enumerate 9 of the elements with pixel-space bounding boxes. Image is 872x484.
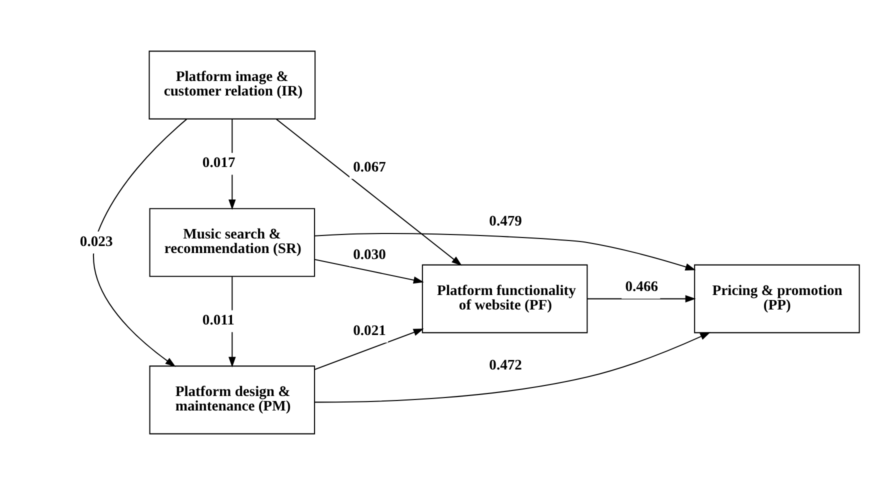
edge-label: 0.479	[489, 213, 522, 230]
edge-label: 0.017	[202, 154, 236, 171]
edge-label: 0.067	[353, 158, 386, 175]
edge-label: 0.030	[353, 246, 386, 262]
edge-label: 0.023	[80, 233, 113, 250]
edge-label: 0.011	[202, 312, 234, 328]
edge-label: 0.021	[353, 322, 386, 338]
edge-label: 0.472	[489, 356, 522, 373]
edge-label: 0.466	[625, 278, 658, 295]
